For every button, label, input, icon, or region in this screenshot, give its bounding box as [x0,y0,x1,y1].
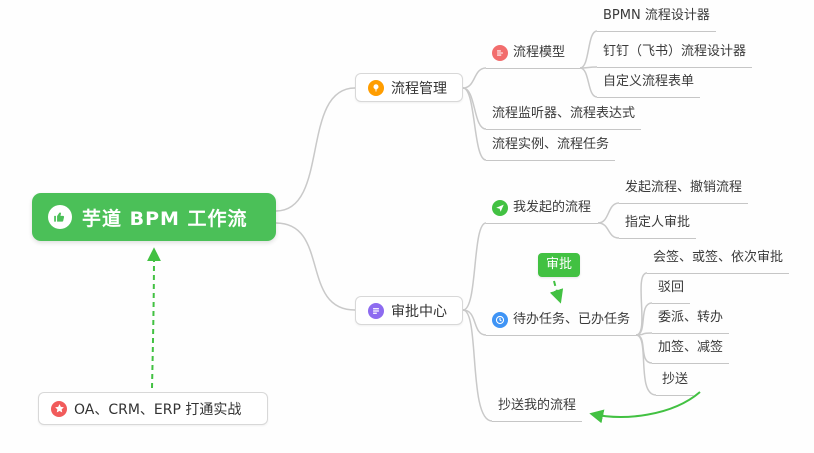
node-label: 抄送 [662,372,689,387]
approval-tag[interactable]: 审批 [538,253,581,277]
node-oa-crm-erp-practice[interactable]: OA、CRM、ERP 打通实战 [38,392,268,425]
node-process-management[interactable]: 流程管理 [355,73,463,102]
node-label: 发起流程、撤销流程 [625,180,743,195]
node-label: OA、CRM、ERP 打通实战 [74,401,242,418]
model-icon [492,45,508,61]
node-delegate-transfer[interactable]: 委派、转办 [652,307,730,334]
node-label: 抄送我的流程 [498,398,577,413]
paper-plane-icon [492,200,508,216]
node-todo-done-tasks[interactable]: 待办任务、已办任务 [486,309,636,336]
node-label: 指定人审批 [625,215,691,230]
node-label: 驳回 [658,280,685,295]
list-icon [368,302,384,319]
node-label: 待办任务、已办任务 [513,312,631,327]
lightbulb-icon [368,79,384,96]
node-custom-form[interactable]: 自定义流程表单 [597,71,701,98]
node-countersign[interactable]: 会签、或签、依次审批 [647,247,790,274]
node-reject[interactable]: 驳回 [652,277,691,304]
node-label: 流程实例、流程任务 [492,137,610,152]
root-node-label: 芋道 BPM 工作流 [82,207,248,230]
node-initiate-cancel-process[interactable]: 发起流程、撤销流程 [619,177,749,204]
node-label: 委派、转办 [658,310,724,325]
node-dingtalk-designer[interactable]: 钉钉（飞书）流程设计器 [597,41,753,68]
node-label: 流程监听器、流程表达式 [492,106,636,121]
clock-icon [492,312,508,328]
thumbs-up-icon [48,205,72,229]
node-label: 会签、或签、依次审批 [653,250,784,265]
node-label: 钉钉（飞书）流程设计器 [603,44,747,59]
star-icon [51,400,67,417]
node-cc[interactable]: 抄送 [656,369,695,396]
node-assignee-approval[interactable]: 指定人审批 [619,212,697,239]
node-my-initiated-process[interactable]: 我发起的流程 [486,197,598,224]
node-approval-center[interactable]: 审批中心 [355,296,463,325]
node-bpmn-designer[interactable]: BPMN 流程设计器 [597,5,716,32]
node-process-model[interactable]: 流程模型 [486,42,580,69]
node-label: 我发起的流程 [513,200,592,215]
node-add-reduce-sign[interactable]: 加签、减签 [652,337,730,364]
node-label: 自定义流程表单 [603,74,695,89]
node-label: BPMN 流程设计器 [603,8,710,23]
node-label: 加签、减签 [658,340,724,355]
node-instance-task[interactable]: 流程实例、流程任务 [486,134,616,161]
node-label: 流程管理 [391,80,447,97]
node-label: 审批中心 [391,303,447,320]
node-label: 流程模型 [513,45,566,60]
root-node-bpm-workflow[interactable]: 芋道 BPM 工作流 [32,193,276,241]
node-cc-my-process[interactable]: 抄送我的流程 [492,395,583,422]
node-listener-expression[interactable]: 流程监听器、流程表达式 [486,103,642,130]
